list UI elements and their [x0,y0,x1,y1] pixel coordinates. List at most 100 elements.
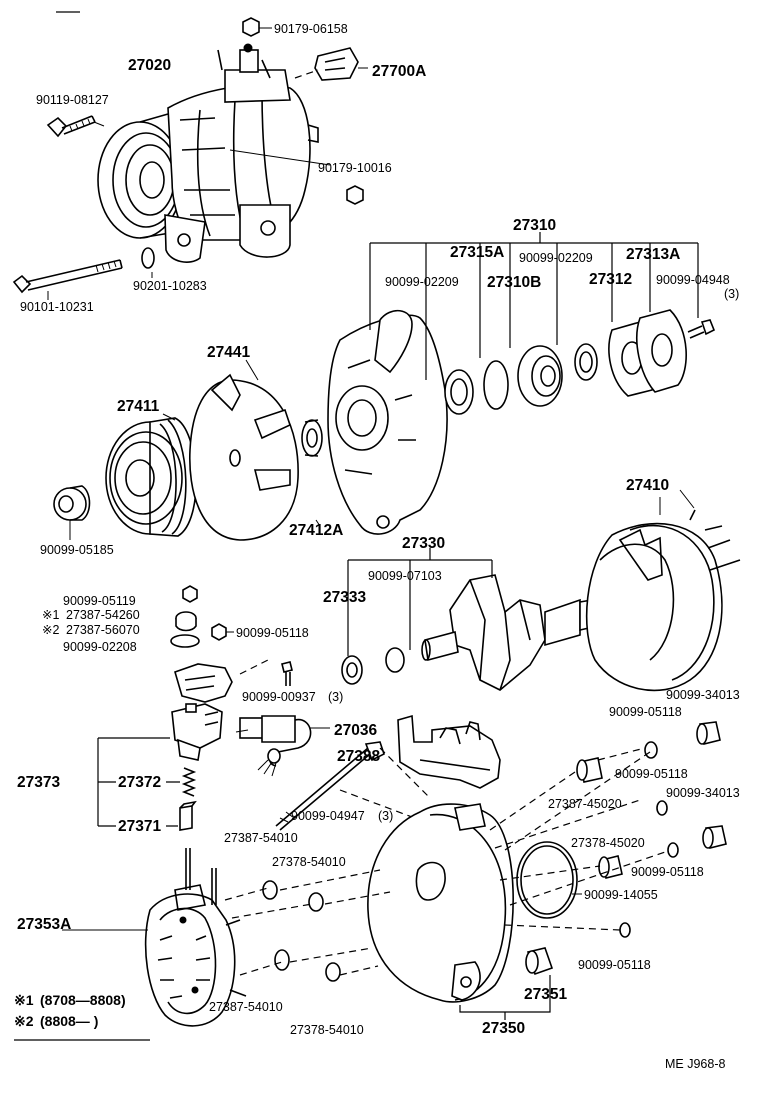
pulley-27411-drawing [105,417,197,537]
nut-90099-05119 [182,585,198,603]
label-27378-45020: 27378-45020 [571,836,645,850]
label-27310b: 27310B [487,274,541,291]
label-27351: 27351 [524,986,567,1003]
screw-90099-00937 [281,661,293,686]
footnotes: ※1 (8708—8808) ※2 (8808— ) [14,992,126,1029]
label-27387-54260: 27387-54260 [66,608,140,622]
spring-27372 [181,767,197,797]
bolt-90119-08127 [46,115,96,138]
label-ref-mark-1: ※1 [42,608,59,622]
small-bushings [262,721,727,982]
label-90119-08127: 90119-08127 [36,93,109,107]
label-27350: 27350 [482,1020,525,1037]
drive-end-frame-drawing [327,309,448,535]
label-90099-05118-c: 90099-05118 [615,767,688,781]
label-90099-04947-qty: (3) [378,809,393,823]
washer-90201-10283 [141,247,155,269]
rectifier-27353a-drawing [144,848,247,1027]
label-90099-05118-e: 90099-05118 [578,958,651,972]
label-27372: 27372 [118,774,161,791]
bracket-27373 [97,737,180,827]
label-27371: 27371 [118,818,161,835]
regulator-27700a-drawing [294,47,368,81]
label-90099-05118-b: 90099-05118 [609,705,682,719]
brush-holder-27373-drawing [171,703,223,761]
bolt-90099-04947 [275,741,385,831]
seal-90099-02209-left [444,369,474,415]
label-90099-05118-d: 90099-05118 [631,865,704,879]
nut-90099-05185-drawing [53,485,91,521]
spacer-27412a-drawing [301,419,323,457]
assembly-dash-lines-right [224,747,666,976]
label-90101-10231: 90101-10231 [20,300,94,314]
cap-27387 [175,611,197,632]
label-27388: 27388 [337,748,380,765]
o-ring-90099-14055 [516,841,578,919]
label-27411: 27411 [117,398,160,415]
brush-27371 [179,800,197,831]
label-27387-45020: 27387-45020 [548,797,622,811]
ring-90099-07103 [385,647,405,673]
washer-90099-02208 [170,634,200,648]
note-range-1: (8708—8808) [40,992,126,1008]
plate-27315a [483,360,509,410]
stator-27410-drawing [585,497,741,692]
group-bracket-27310 [369,232,699,380]
label-90099-04947: 90099-04947 [291,809,365,823]
fan-27441-drawing [188,373,299,541]
label-27312: 27312 [589,271,632,288]
label-27387-56070: 27387-56070 [66,623,140,637]
bolt-90101-10231 [12,259,123,294]
label-27036: 27036 [334,722,377,739]
label-90099-04948: 90099-04948 [656,273,730,287]
bearing-27310b [517,345,563,407]
label-27412a: 27412A [289,522,343,539]
label-27387-54010-a: 27387-54010 [224,831,298,845]
group-bracket-27330 [347,548,493,656]
assembly-dash-lines-mid [339,747,431,821]
label-90099-05119: 90099-05119 [63,594,136,608]
note-mark-2: ※2 [14,1013,34,1029]
label-90099-05185: 90099-05185 [40,543,114,557]
label-90201-10283: 90201-10283 [133,279,207,293]
regulator-cover-drawing [174,663,233,703]
label-90099-00937: 90099-00937 [242,690,316,704]
label-90099-34013-a: 90099-34013 [666,688,740,702]
nut-90179-10016 [346,185,364,205]
label-27315a: 27315A [450,244,504,261]
label-90099-05118-a: 90099-05118 [236,626,309,640]
nut-90099-05118a [211,623,227,641]
diagram-code: ME J968-8 [665,1057,725,1071]
note-mark-1: ※1 [14,992,34,1008]
label-27387-54010-b: 27387-54010 [209,1000,283,1014]
part-labels: 90179-06158 27020 27700A 90119-08127 901… [17,22,740,1037]
label-90099-04948-qty: (3) [724,287,739,301]
label-90099-00937-qty: (3) [328,690,343,704]
label-27330: 27330 [402,535,445,552]
label-90099-02209-b: 90099-02209 [519,251,593,265]
label-27020: 27020 [128,57,171,74]
rotor-27330-drawing [421,574,616,691]
label-27378-54010-b: 27378-54010 [290,1023,364,1037]
label-27353a: 27353A [17,916,71,933]
screw-90099-04948 [687,319,716,339]
insulator-27388-drawing [397,714,501,789]
bearing-27333 [341,655,363,685]
label-27373: 27373 [17,774,60,791]
label-27333: 27333 [323,589,366,606]
label-ref-mark-2: ※2 [42,623,59,637]
label-90099-14055: 90099-14055 [584,888,658,902]
rectifier-end-frame-drawing [367,803,514,1003]
label-90099-34013-b: 90099-34013 [666,786,740,800]
bushing-27351 [525,947,554,976]
label-90099-02209-a: 90099-02209 [385,275,459,289]
plate-27313a [636,309,687,393]
label-27313a: 27313A [626,246,680,263]
label-90179-10016: 90179-10016 [318,161,392,175]
alternator-assembly-drawing [97,43,331,263]
note-range-2: (8808— ) [40,1013,98,1029]
nut-90179-06158 [242,17,272,37]
bracket-27350 [459,975,551,1020]
label-90099-07103: 90099-07103 [368,569,442,583]
